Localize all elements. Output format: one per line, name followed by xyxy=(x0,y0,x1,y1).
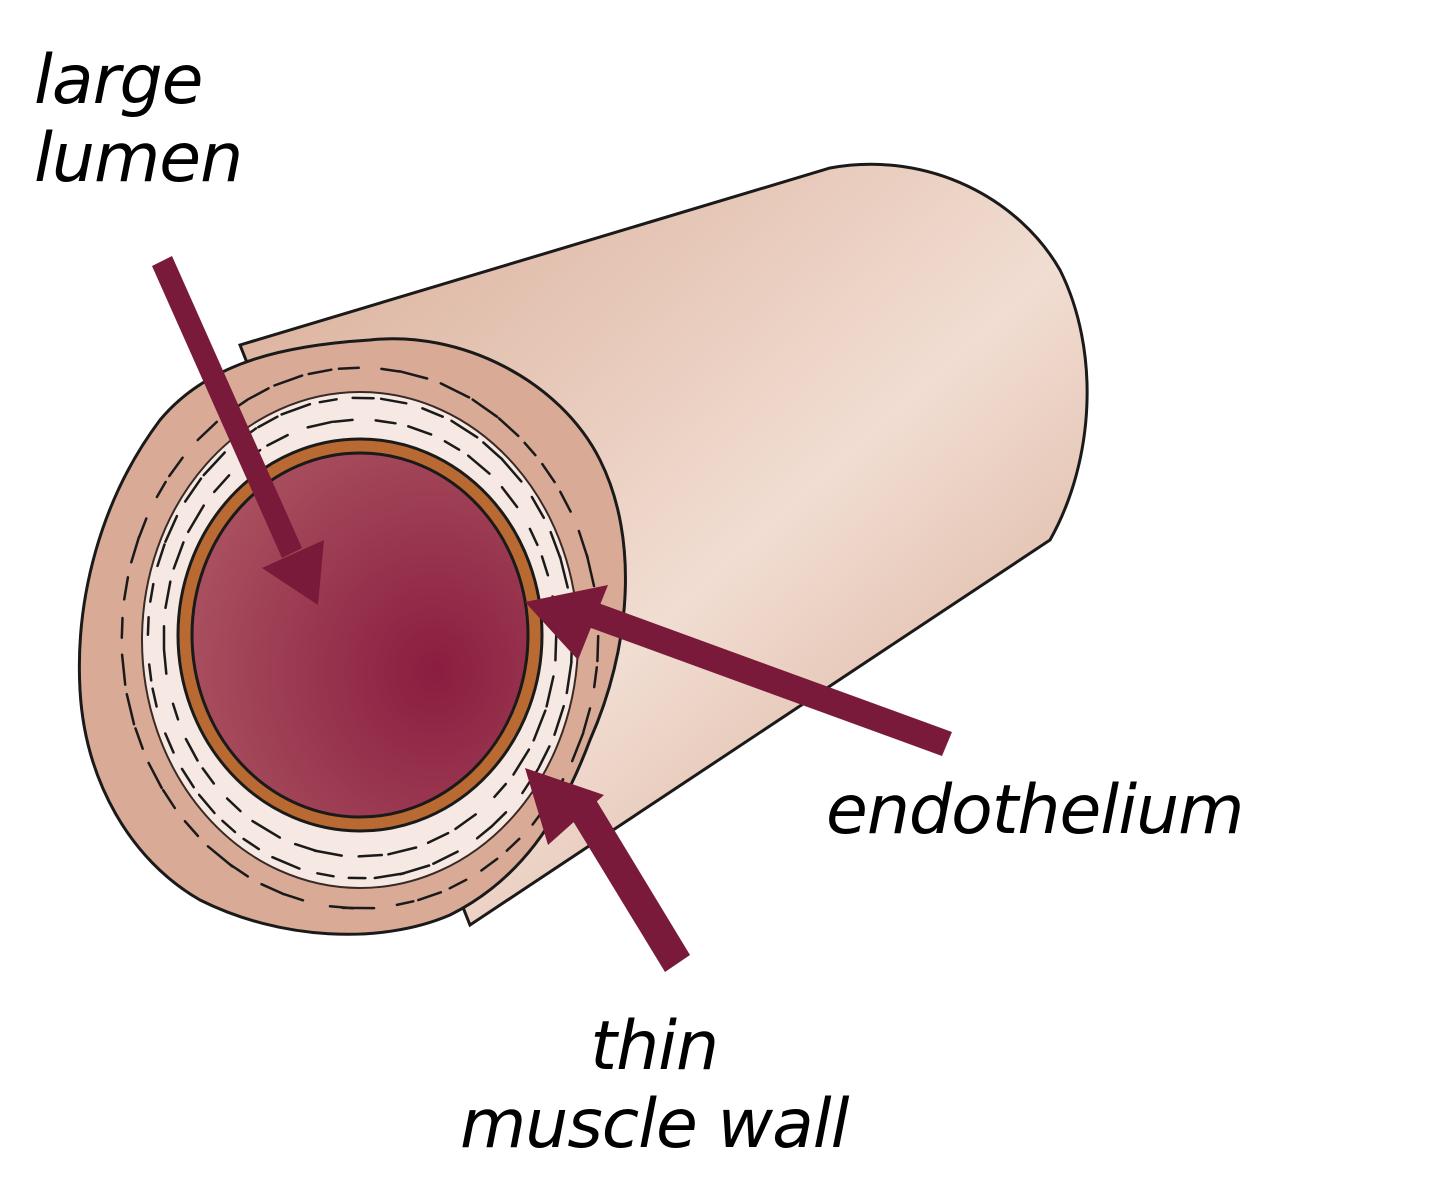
label-thin: thin xyxy=(460,1008,849,1086)
label-muscle-wall: muscle wall xyxy=(460,1086,849,1164)
label-endothelium: endothelium xyxy=(826,772,1243,850)
wall-dash xyxy=(597,636,598,661)
label-large-lumen: large lumen xyxy=(34,42,242,198)
wall-dash xyxy=(339,368,359,369)
label-large-lumen-line2: lumen xyxy=(34,120,242,198)
label-large-lumen-line1: large xyxy=(34,42,242,120)
wall-dash xyxy=(359,855,382,856)
wall-dash xyxy=(148,617,149,634)
label-thin-muscle-wall: thin muscle wall xyxy=(460,1008,849,1164)
lumen xyxy=(192,453,528,817)
wall-dash xyxy=(122,618,123,638)
wall-dash xyxy=(555,633,556,660)
